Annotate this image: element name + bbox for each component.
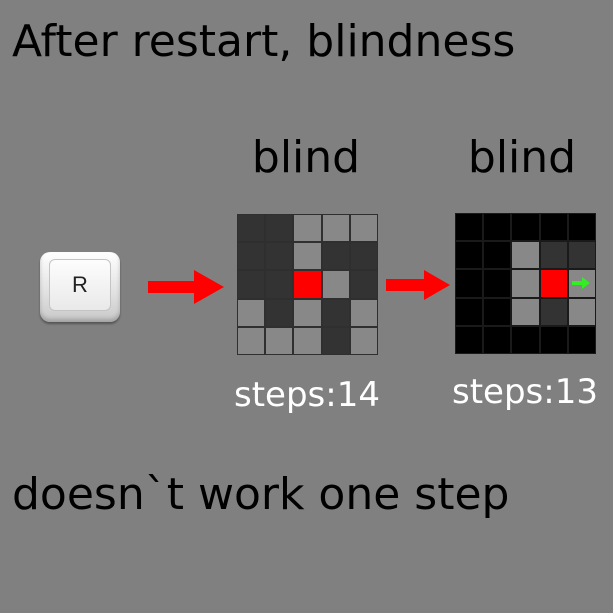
grid-cell	[484, 298, 511, 325]
grid-cell	[568, 214, 595, 241]
grid-cell	[568, 326, 595, 353]
grid-cell	[322, 243, 349, 270]
grid-cell	[238, 271, 265, 298]
blind-grid-2	[455, 213, 596, 354]
grid-cell	[484, 270, 511, 297]
panel-1-label: blind	[251, 132, 361, 183]
grid-cell	[350, 243, 377, 270]
caption: doesn`t work one step	[12, 469, 510, 520]
grid-cell	[512, 214, 539, 241]
grid-cell	[238, 243, 265, 270]
panel-2-label: blind	[467, 132, 577, 183]
grid-cell	[512, 326, 539, 353]
grid-cell	[568, 298, 595, 325]
grid-cell	[456, 326, 483, 353]
grid-cell	[294, 243, 321, 270]
grid-cell	[322, 327, 349, 354]
blind-grid-1	[237, 214, 378, 355]
goal-cell	[568, 270, 595, 297]
grid-cell	[540, 214, 567, 241]
grid-cell	[266, 327, 293, 354]
green-arrow-icon	[571, 277, 590, 290]
arrow-right-icon	[386, 270, 450, 300]
grid-cell	[350, 271, 377, 298]
grid-cell	[322, 215, 349, 242]
grid-cell	[294, 299, 321, 326]
grid-cell	[484, 242, 511, 269]
page-title: After restart, blindness	[12, 16, 516, 67]
arrow-right-icon	[148, 270, 224, 304]
steps-counter-2: steps:13	[452, 372, 598, 412]
grid-cell	[238, 299, 265, 326]
steps-counter-1: steps:14	[234, 375, 380, 415]
grid-cell	[484, 214, 511, 241]
grid-cell	[540, 326, 567, 353]
grid-cell	[238, 327, 265, 354]
grid-cell	[456, 242, 483, 269]
grid-cell	[294, 215, 321, 242]
grid-cell	[266, 243, 293, 270]
grid-cell	[322, 299, 349, 326]
player-cell	[540, 270, 567, 297]
grid-cell	[568, 242, 595, 269]
grid-cell	[456, 214, 483, 241]
grid-cell	[540, 298, 567, 325]
grid-cell	[484, 326, 511, 353]
grid-cell	[540, 242, 567, 269]
grid-cell	[512, 270, 539, 297]
restart-key-icon[interactable]: R	[40, 252, 120, 322]
grid-cell	[238, 215, 265, 242]
grid-cell	[350, 327, 377, 354]
restart-key-label: R	[49, 259, 111, 311]
player-cell	[294, 271, 321, 298]
grid-cell	[512, 298, 539, 325]
grid-cell	[350, 215, 377, 242]
grid-cell	[512, 242, 539, 269]
grid-cell	[456, 270, 483, 297]
grid-cell	[322, 271, 349, 298]
grid-cell	[266, 215, 293, 242]
grid-cell	[294, 327, 321, 354]
grid-cell	[266, 271, 293, 298]
grid-cell	[266, 299, 293, 326]
grid-cell	[350, 299, 377, 326]
grid-cell	[456, 298, 483, 325]
